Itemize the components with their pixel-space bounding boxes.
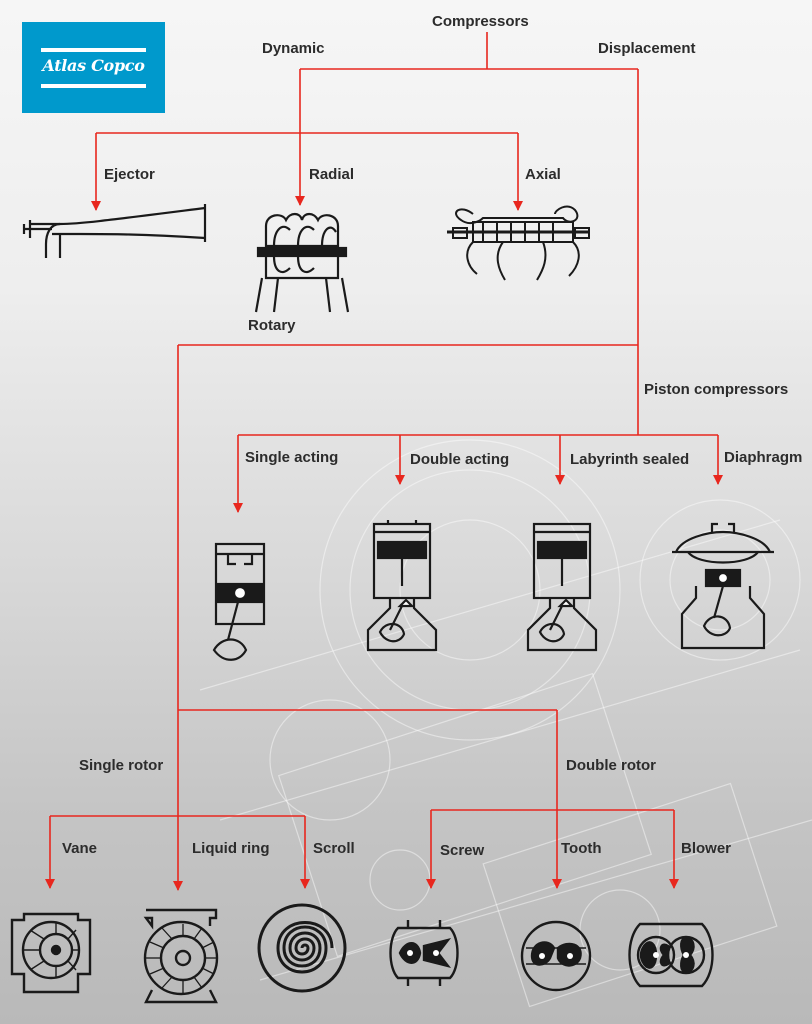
label-diaphragm: Diaphragm <box>724 449 803 466</box>
label-blower: Blower <box>681 840 732 857</box>
logo-bar-bottom <box>41 84 146 88</box>
label-liquid-ring: Liquid ring <box>192 840 270 857</box>
tooth-compressor-icon <box>520 920 592 992</box>
blower-icon <box>628 922 714 988</box>
label-single-rotor: Single rotor <box>79 757 164 774</box>
label-piston-compressors: Piston compressors <box>644 381 789 398</box>
label-dynamic: Dynamic <box>262 40 325 57</box>
radial-compressor-icon <box>254 212 350 313</box>
label-vane: Vane <box>62 840 98 857</box>
label-scroll: Scroll <box>313 840 355 857</box>
label-axial: Axial <box>525 166 561 183</box>
label-double-acting: Double acting <box>410 451 510 468</box>
atlas-copco-logo: Atlas Copco <box>22 22 165 113</box>
labyrinth-sealed-piston-icon <box>526 522 598 652</box>
vane-compressor-icon <box>10 912 92 994</box>
single-acting-piston-icon <box>212 542 266 661</box>
screw-compressor-icon <box>389 920 459 986</box>
label-double-rotor: Double rotor <box>566 757 656 774</box>
label-radial: Radial <box>309 166 355 183</box>
axial-compressor-icon <box>447 205 590 281</box>
logo-bar-top <box>41 48 146 52</box>
label-screw: Screw <box>440 842 485 859</box>
label-compressors: Compressors <box>432 13 529 30</box>
diaphragm-icon <box>672 522 774 650</box>
label-tooth: Tooth <box>561 840 602 857</box>
label-rotary: Rotary <box>248 317 296 334</box>
double-acting-piston-icon <box>366 520 438 652</box>
ejector-icon <box>22 204 207 258</box>
scroll-compressor-icon <box>257 903 347 993</box>
label-ejector: Ejector <box>104 166 155 183</box>
liquid-ring-compressor-icon <box>143 908 219 1004</box>
label-labyrinth-sealed: Labyrinth sealed <box>570 451 690 468</box>
logo-text: Atlas Copco <box>42 56 145 75</box>
label-single-acting: Single acting <box>245 449 339 466</box>
label-displacement: Displacement <box>598 40 696 57</box>
